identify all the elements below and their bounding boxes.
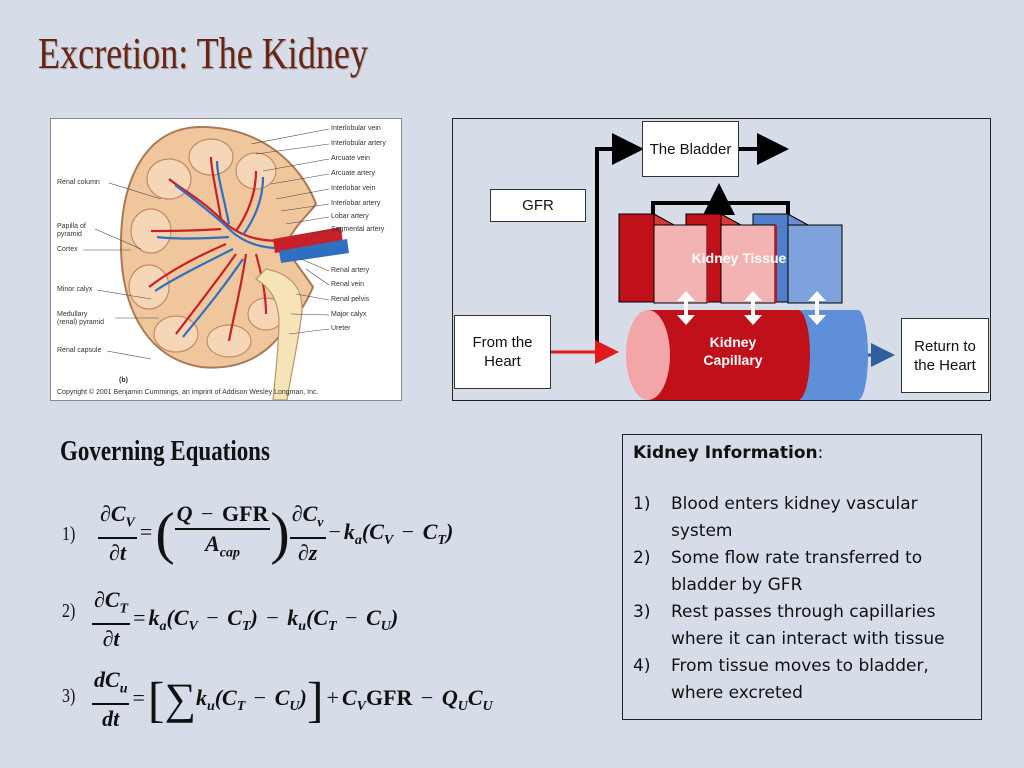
label-arcuate-artery: Arcuate artery — [331, 170, 375, 177]
copyright-text: Copyright © 2001 Benjamin Cummings, an i… — [57, 389, 319, 396]
label-major-calyx: Major calyx — [331, 311, 367, 318]
label-interlobular-artery: Interlobular artery — [331, 140, 386, 147]
label-interlobar-vein: Interlobar vein — [331, 185, 376, 192]
label-renal-pyramid: (renal) pyramid — [57, 319, 105, 326]
label-panel-b: (b) — [119, 377, 128, 384]
kidney-tissue-label: Kidney Tissue — [691, 250, 787, 266]
equation-number-1: 1) — [62, 523, 76, 545]
info-item-2: 2)Some flow rate transferred to bladder … — [633, 548, 923, 595]
kidney-capillary-label: Kidney Capillary — [703, 334, 763, 368]
kidney-flow-diagram: The Bladder GFR From the Heart Return to… — [452, 118, 991, 401]
diagram-graphics — [551, 133, 895, 400]
label-medullary: Medullary — [57, 311, 88, 318]
info-item-3: 3)Rest passes through capillaries where … — [633, 602, 945, 649]
gfr-box: GFR — [490, 189, 586, 222]
label-renal-artery: Renal artery — [331, 267, 370, 274]
label-arcuate-vein: Arcuate vein — [331, 155, 370, 162]
label-minor-calyx: Minor calyx — [57, 286, 93, 293]
governing-equations-heading: Governing Equations — [60, 436, 270, 467]
label-ureter: Ureter — [331, 325, 351, 332]
label-renal-pelvis: Renal pelvis — [331, 296, 370, 303]
label-renal-vein: Renal vein — [331, 281, 365, 288]
label-renal-capsule: Renal capsule — [57, 347, 102, 354]
label-lobar-artery: Lobar artery — [331, 213, 369, 220]
label-interlobular-vein: Interlobular vein — [331, 125, 381, 132]
kidney-anatomy-image: Interlobular vein Interlobular artery Ar… — [50, 118, 402, 401]
label-cortex: Cortex — [57, 246, 78, 253]
info-title: Kidney Information: — [633, 443, 824, 463]
return-heart-box: Return to the Heart — [901, 318, 989, 393]
label-segmental-artery: Segmental artery — [331, 226, 385, 233]
info-list: 1)Blood enters kidney vascular system 2)… — [633, 491, 971, 707]
equation-number-2: 2) — [62, 600, 76, 622]
info-item-1: 1)Blood enters kidney vascular system — [633, 494, 918, 541]
from-heart-box: From the Heart — [454, 315, 551, 389]
kidney-information-box: Kidney Information: 1)Blood enters kidne… — [622, 434, 982, 720]
label-interlobar-artery: Interlobar artery — [331, 200, 381, 207]
bladder-box: The Bladder — [642, 121, 739, 177]
label-renal-column: Renal column — [57, 179, 100, 186]
slide-title: Excretion: The Kidney — [38, 29, 368, 78]
equation-number-3: 3) — [62, 685, 76, 707]
label-papilla-of: Papilla of — [57, 223, 86, 230]
info-item-4: 4)From tissue moves to bladder, where ex… — [633, 656, 929, 703]
kidney-illustration — [83, 125, 349, 400]
equation-2: ∂CT∂t=ka(CV − CT) − ku(CT − CU) — [92, 587, 399, 652]
label-pyramid: pyramid — [57, 231, 82, 238]
